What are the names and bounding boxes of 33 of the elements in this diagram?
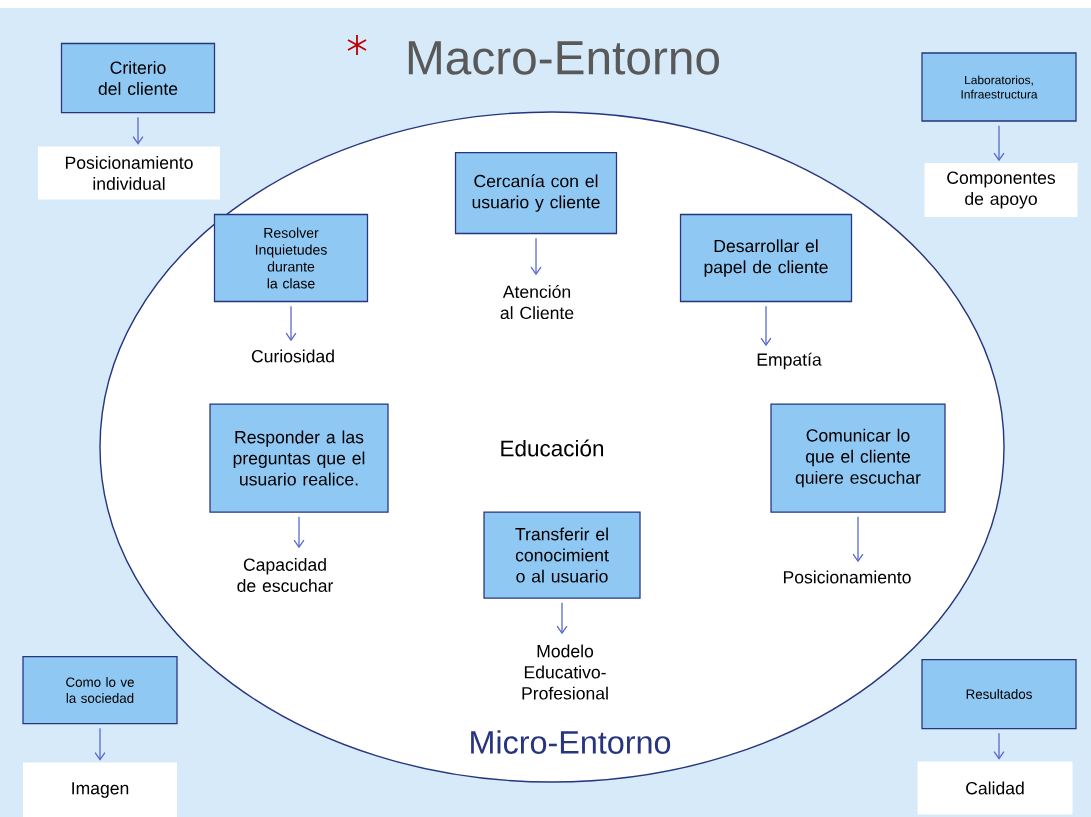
arrow bbox=[94, 727, 106, 761]
arrow bbox=[993, 732, 1005, 760]
arrow bbox=[285, 305, 297, 342]
outcome-label: Curiosidad bbox=[251, 349, 334, 363]
arrow bbox=[293, 516, 305, 549]
process-box: Responder a las preguntas que el usuario realice. bbox=[209, 403, 389, 513]
process-box: Transferir el conocimient o al usuario bbox=[483, 511, 641, 599]
ellipse-label: Micro-Entorno bbox=[471, 730, 671, 754]
text-box: Componentes de apoyo bbox=[924, 163, 1078, 217]
process-box: Como lo ve la sociedad bbox=[22, 655, 178, 725]
text-box: Posicionamiento individual bbox=[38, 146, 220, 200]
arrow bbox=[993, 125, 1005, 162]
title: Macro-Entorno bbox=[408, 41, 720, 75]
text-box: Calidad bbox=[917, 761, 1073, 815]
process-box: Laboratorios, Infraestructura bbox=[921, 52, 1077, 122]
process-box: Criterio del cliente bbox=[60, 42, 216, 114]
outcome-label: Posicionamiento bbox=[783, 570, 911, 584]
text-box: Imagen bbox=[23, 762, 177, 817]
outcome-label: Modelo Educativo-Profesional bbox=[522, 644, 608, 700]
outcome-label: Capacidad de escuchar bbox=[237, 558, 334, 592]
arrow bbox=[132, 116, 144, 145]
process-box: Comunicar lo que el cliente quiere escuchar bbox=[770, 403, 946, 513]
outcome-label: Empatía bbox=[757, 352, 822, 370]
arrow bbox=[530, 237, 542, 276]
process-box: Resultados bbox=[921, 658, 1077, 730]
process-box: Resolver Inquietudes durante la clase bbox=[213, 213, 369, 303]
arrow bbox=[852, 516, 864, 563]
process-box: Desarrollar el papel de cliente bbox=[679, 213, 853, 303]
outcome-label: Atención al Cliente bbox=[500, 284, 574, 320]
arrow bbox=[556, 602, 568, 635]
arrow bbox=[760, 305, 772, 347]
center-label: Educación bbox=[501, 439, 604, 457]
process-box: Cercanía con el usuario y cliente bbox=[454, 151, 618, 235]
